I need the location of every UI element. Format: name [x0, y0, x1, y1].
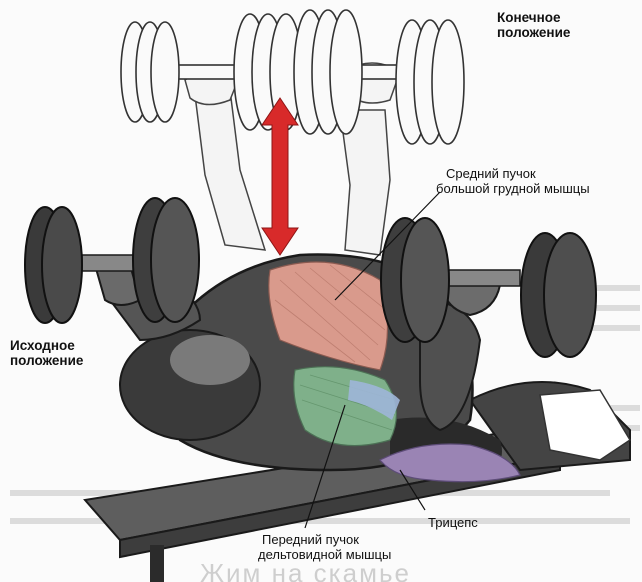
double-arrow-icon: [261, 97, 299, 256]
label-deltoid-front: Передний пучок дельтовидной мышцы: [258, 532, 392, 562]
chest-blue-band: [348, 380, 400, 420]
dumbbell-left-top: [120, 13, 303, 131]
dumbbell-right-top: [293, 9, 465, 145]
label-final-position: Конечное положение: [497, 10, 571, 40]
dumbbell-left-bottom: [24, 197, 200, 324]
pectoral-middle-muscle: [268, 261, 389, 371]
label-triceps: Трицепс: [428, 515, 478, 530]
background-caption: Жим на скамье: [200, 558, 411, 582]
dumbbell-right-bottom: [380, 217, 597, 358]
label-pectoral-middle: Средний пучок большой грудной мышцы: [436, 166, 590, 196]
label-start-position: Исходное положение: [10, 338, 84, 368]
muscle-highlights: [268, 261, 521, 483]
leader-lines: [304, 191, 441, 529]
triceps-muscle: [379, 443, 521, 483]
